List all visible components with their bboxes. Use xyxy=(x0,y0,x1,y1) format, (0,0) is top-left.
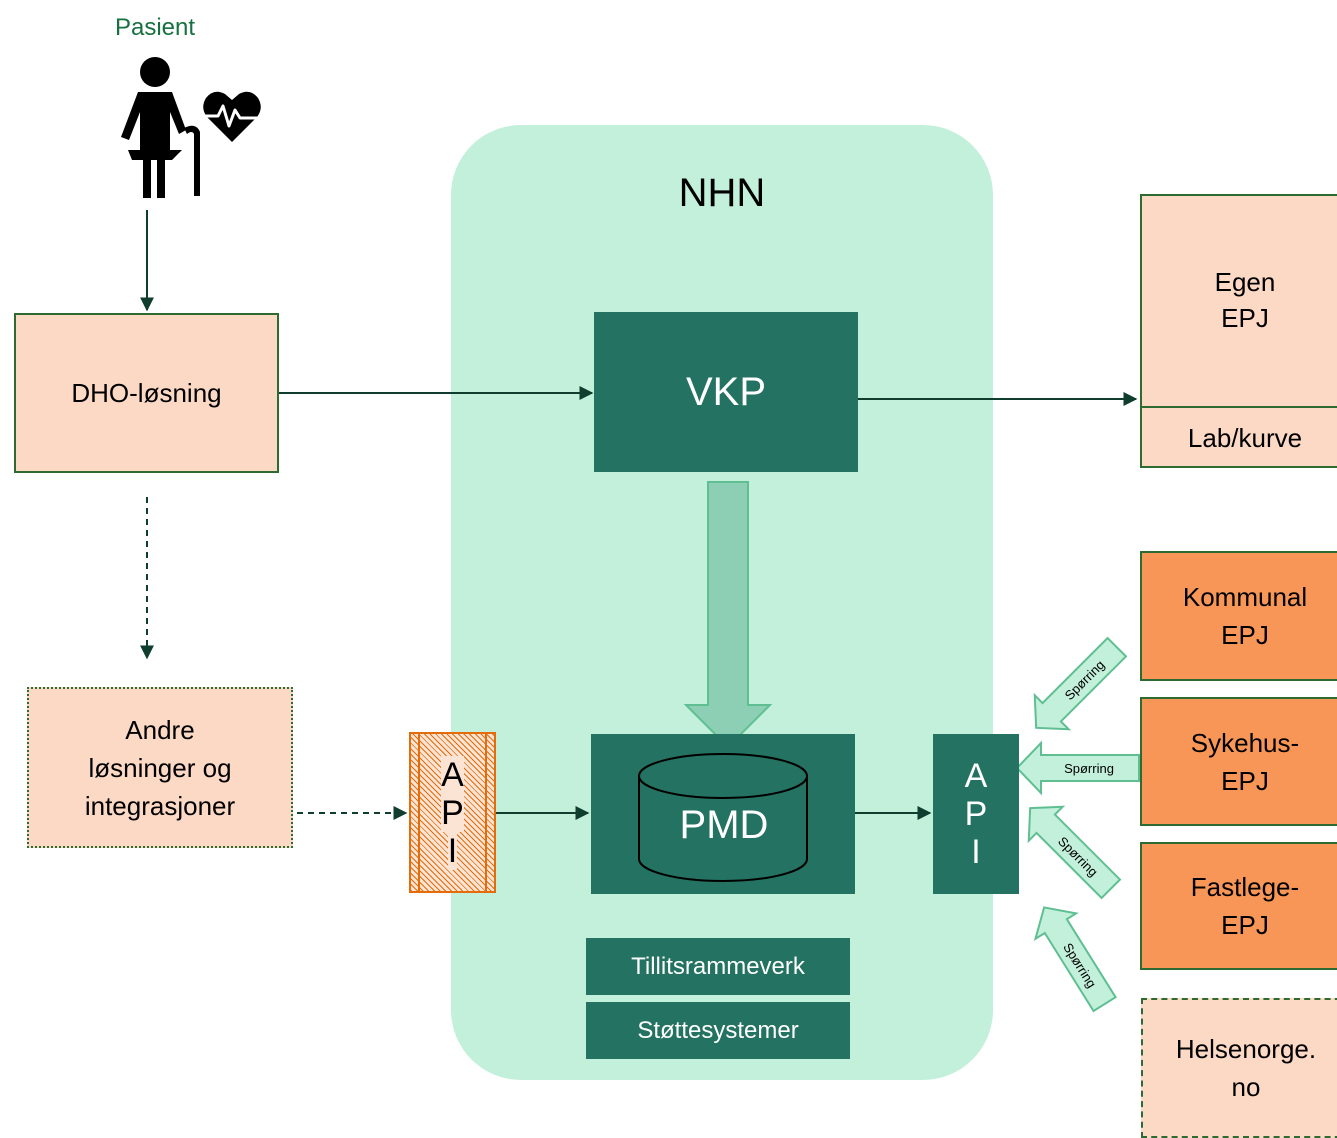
database-cylinder-icon xyxy=(638,753,808,882)
heart-pulse-icon xyxy=(203,91,261,142)
api-letter: P xyxy=(441,793,464,832)
api-letter: I xyxy=(447,831,458,870)
api-left-letters: A P I xyxy=(418,732,487,893)
query-label: Spørring xyxy=(1064,761,1114,776)
dho-box: DHO-løsning xyxy=(14,313,279,473)
elderly-patient-icon xyxy=(121,57,200,198)
query-arrow-kommunal: Spørring xyxy=(1033,636,1128,731)
helsenorge-line: no xyxy=(1231,1072,1261,1102)
api-letter: I xyxy=(971,833,981,871)
kommunal-epj-box: Kommunal EPJ xyxy=(1140,551,1337,681)
egen-epj-line: Egen xyxy=(1214,267,1276,297)
query-arrow-sykehus: Spørring xyxy=(1015,740,1140,796)
helsenorge-box: Helsenorge. no xyxy=(1141,998,1337,1138)
fastlege-epj-box: Fastlege- EPJ xyxy=(1140,842,1337,970)
block-arrow-vkp-to-pmd xyxy=(683,481,773,749)
sykehus-epj-box: Sykehus- EPJ xyxy=(1140,697,1337,826)
andre-line: integrasjoner xyxy=(84,790,236,821)
patient-label: Pasient xyxy=(114,14,196,41)
stottesystemer-box: Støttesystemer xyxy=(586,1002,850,1059)
sykehus-epj-line: Sykehus- xyxy=(1190,727,1300,758)
pmd-box xyxy=(591,734,855,894)
andre-line: Andre xyxy=(125,714,195,745)
fastlege-epj-line: EPJ xyxy=(1221,910,1269,940)
sykehus-epj-line: EPJ xyxy=(1221,765,1269,796)
egen-epj-divider xyxy=(1140,406,1337,408)
fastlege-epj-line: Fastlege- xyxy=(1190,872,1300,902)
andre-losninger-box: Andre løsninger og integrasjoner xyxy=(27,687,293,848)
api-letter: A xyxy=(441,755,464,794)
api-right-box: A P I xyxy=(933,734,1019,894)
api-letter: P xyxy=(964,795,988,833)
vkp-box: VKP xyxy=(594,312,858,472)
query-arrow-fastlege: Spørring xyxy=(1027,805,1122,900)
egen-epj-label: Egen EPJ xyxy=(1140,260,1337,340)
pmd-label: PMD xyxy=(679,802,769,847)
andre-line: løsninger og xyxy=(88,752,232,783)
helsenorge-line: Helsenorge. xyxy=(1175,1034,1317,1064)
query-arrow-helsenorge: Spørring xyxy=(1033,906,1117,1013)
nhn-title: NHN xyxy=(678,170,766,215)
egen-epj-line: EPJ xyxy=(1221,303,1269,333)
lab-kurve-label: Lab/kurve xyxy=(1187,422,1303,453)
tillitsrammeverk-box: Tillitsrammeverk xyxy=(586,938,850,995)
egen-epj-box xyxy=(1140,194,1337,468)
kommunal-epj-line: Kommunal xyxy=(1182,582,1308,612)
kommunal-epj-line: EPJ xyxy=(1221,620,1269,650)
api-letter: A xyxy=(964,757,988,795)
